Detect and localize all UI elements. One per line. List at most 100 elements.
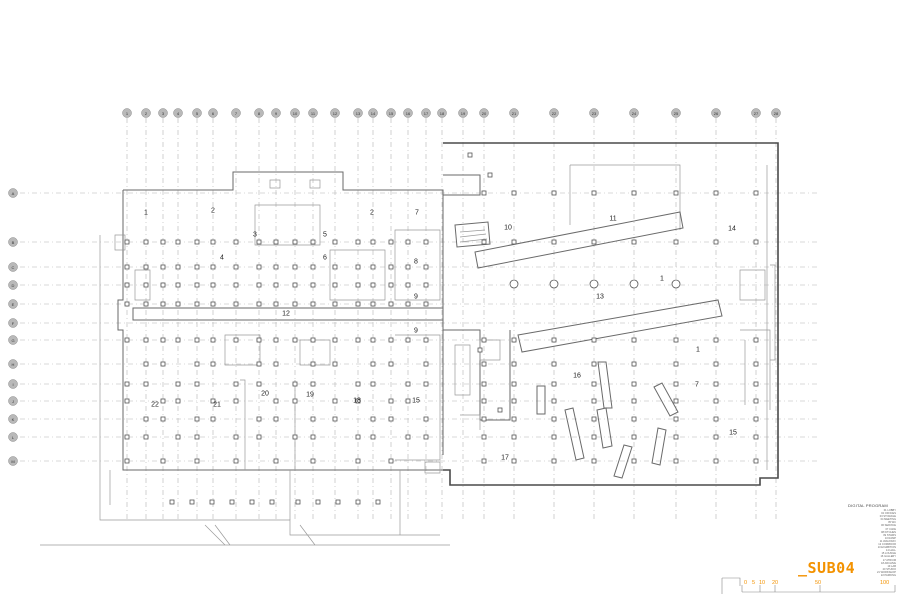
svg-text:27: 27	[754, 111, 759, 116]
grid-column-bubble: 15	[386, 108, 396, 118]
svg-text:H: H	[12, 362, 15, 367]
legend-item: 15 LOUNGE	[881, 552, 896, 556]
legend-item: 18 ARCHIVE	[881, 561, 896, 565]
svg-text:26: 26	[714, 111, 719, 116]
scale-label: 10	[759, 580, 766, 586]
room-number: 9	[414, 328, 418, 335]
grid-row-bubble: E	[8, 299, 18, 309]
grid-row-bubble: G	[8, 335, 18, 345]
grid-column-bubble: 13	[353, 108, 363, 118]
svg-text:A: A	[12, 191, 15, 196]
grid-row-bubble: F	[8, 318, 18, 328]
legend-item: 19 LAB	[887, 564, 896, 568]
svg-text:J: J	[12, 399, 14, 404]
legend-item: 04 MEETING	[880, 518, 896, 522]
legend-item: 21 WORKSHOP	[876, 570, 896, 574]
legend-item: 02 OFFICES	[881, 512, 896, 516]
grid-column-bubble: 3	[158, 108, 168, 118]
legend-item: 11 WALKWAY	[879, 539, 896, 543]
legend-title: DIGITAL PROGRAM	[848, 503, 888, 508]
grid-column-bubble: 4	[173, 108, 183, 118]
room-number: 11	[609, 216, 616, 223]
svg-text:24: 24	[632, 111, 637, 116]
grid-column-bubble: 1	[122, 108, 132, 118]
scale-label: 100	[880, 580, 890, 586]
svg-text:23: 23	[592, 111, 597, 116]
grid-row-bubble: H	[8, 359, 18, 369]
room-number: 13	[596, 294, 604, 301]
svg-text:5: 5	[196, 111, 199, 116]
structural-grid	[20, 118, 820, 520]
room-number: 22	[151, 402, 159, 409]
room-number: 1	[144, 210, 148, 217]
legend-item: 05 WC	[888, 521, 896, 525]
room-number: 10	[504, 225, 512, 232]
sub04-logo: _SUB04	[798, 559, 856, 577]
grid-row-bubble: L	[8, 432, 18, 442]
room-number: 7	[695, 382, 699, 389]
room-number: 1	[660, 276, 664, 283]
svg-text:19: 19	[461, 111, 466, 116]
svg-text:17: 17	[424, 111, 429, 116]
svg-text:D: D	[12, 283, 15, 288]
grid-row-bubble: K	[8, 414, 18, 424]
grid-column-bubble: 16	[403, 108, 413, 118]
grid-column-bubble: 17	[421, 108, 431, 118]
grid-column-bubble: 2	[141, 108, 151, 118]
scale-label: 50	[815, 580, 822, 586]
svg-text:7: 7	[235, 111, 238, 116]
room-number: 2	[370, 210, 374, 217]
room-number: 20	[261, 391, 269, 398]
grid-column-bubble: 26	[711, 108, 721, 118]
legend-item: 13 EXHIBITION	[877, 546, 896, 550]
svg-text:1: 1	[126, 111, 129, 116]
grid-row-bubble: C	[8, 262, 18, 272]
legend-item: 12 CORRIDOR	[878, 543, 896, 547]
svg-text:22: 22	[552, 111, 557, 116]
legend-item: 09 STAIRS	[883, 533, 896, 537]
svg-text:K: K	[12, 417, 15, 422]
svg-text:L: L	[12, 435, 15, 440]
svg-text:12: 12	[333, 111, 338, 116]
room-number: 16	[573, 373, 581, 380]
scale-label: 5	[752, 580, 756, 586]
legend-item: 06 SERVICE	[881, 524, 896, 528]
svg-text:G: G	[11, 338, 14, 343]
legend-item: 01 LOBBY	[883, 509, 896, 512]
grid-column-bubble: 22	[549, 108, 559, 118]
room-number: 7	[415, 210, 419, 217]
grid-column-bubble: 18	[437, 108, 447, 118]
grid-row-bubble: B	[8, 237, 18, 247]
svg-text:10: 10	[293, 111, 298, 116]
svg-text:13: 13	[356, 111, 361, 116]
room-number: 1	[696, 347, 700, 354]
room-number: 3	[253, 232, 257, 239]
grid-column-bubble: 7	[231, 108, 241, 118]
grid-column-bubble: 20	[479, 108, 489, 118]
room-number: 14	[728, 226, 736, 233]
svg-text:16: 16	[406, 111, 411, 116]
svg-text:15: 15	[389, 111, 394, 116]
grid-column-bubble: 9	[271, 108, 281, 118]
room-number: 12	[282, 311, 290, 318]
svg-text:6: 6	[212, 111, 215, 116]
svg-text:14: 14	[371, 111, 376, 116]
legend-item: 22 PARKING	[880, 573, 896, 577]
svg-text:28: 28	[774, 111, 779, 116]
grid-column-bubble: 27	[751, 108, 761, 118]
room-number: 8	[414, 259, 418, 266]
scale-bar	[721, 577, 896, 594]
room-number: 4	[220, 255, 224, 262]
svg-text:4: 4	[177, 111, 180, 116]
grid-column-bubble: 10	[290, 108, 300, 118]
legend-item: 17 ATRIUM	[882, 558, 896, 562]
svg-text:9: 9	[275, 111, 278, 116]
grid-column-bubble: 19	[458, 108, 468, 118]
grid-row-bubble: A	[8, 188, 18, 198]
grid-row-bubble: D	[8, 280, 18, 290]
grid-column-bubble: 23	[589, 108, 599, 118]
round-columns	[509, 279, 681, 289]
legend-item: 10 RAMP	[884, 536, 896, 540]
